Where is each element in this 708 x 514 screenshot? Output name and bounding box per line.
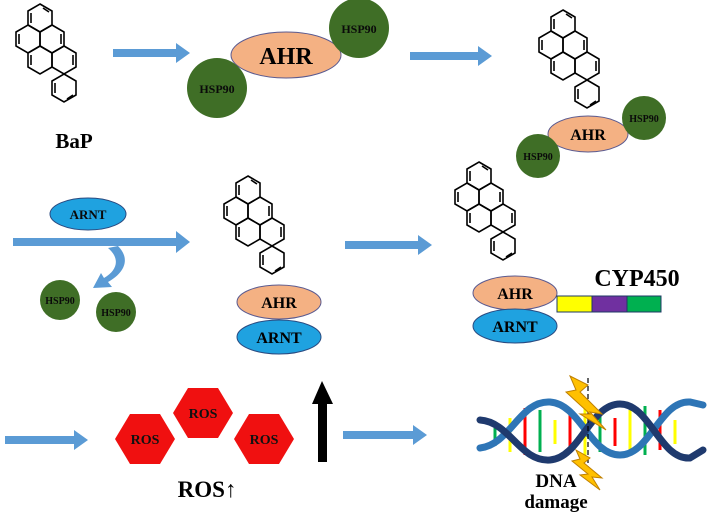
arnt-protein [236, 319, 322, 355]
bap-ahr-hsp90-complex: AHR HSP90 HSP90 [516, 9, 666, 178]
cyp450-gene-bar [556, 295, 662, 313]
ros-label: ROS [189, 407, 218, 422]
bap-label: BaP [55, 129, 93, 153]
flow-arrow [345, 235, 432, 255]
ros-label: ROS [131, 433, 160, 448]
flow-arrow [410, 46, 492, 66]
hsp90-protein [516, 134, 560, 178]
hsp90-label: HSP90 [341, 22, 376, 36]
ros-cluster: ROS ROS ROS [115, 388, 294, 464]
flow-arrow [343, 425, 427, 445]
arnt-protein [472, 308, 558, 344]
release-curved-arrow [93, 246, 125, 288]
ros-increase-label: ROS↑ [178, 477, 237, 502]
bap-molecule [15, 3, 77, 103]
hsp90-protein [96, 292, 136, 332]
hsp90-protein [40, 280, 80, 320]
cyp450-induction-complex: AHR ARNT CYP450 [454, 161, 680, 344]
flow-arrow [5, 430, 88, 450]
bap-ahr-arnt-complex: AHR ARNT [223, 175, 322, 355]
ahr-protein [230, 31, 342, 79]
ahr-label: AHR [497, 286, 533, 303]
ahr-protein [236, 284, 322, 320]
ahr-label: AHR [570, 127, 606, 144]
hsp90-label: HSP90 [629, 114, 658, 125]
ahr-protein [547, 115, 629, 153]
ros-hexagon [115, 414, 175, 464]
hsp90-label: HSP90 [523, 152, 552, 163]
arnt-protein [49, 197, 127, 231]
ahr-label: AHR [261, 295, 297, 312]
arnt-label: ARNT [70, 207, 107, 222]
ahr-hsp90-complex: AHR HSP90 HSP90 [187, 0, 389, 118]
ahr-label: AHR [259, 44, 313, 70]
hsp90-label: HSP90 [199, 82, 234, 96]
ros-label: ROS [250, 433, 279, 448]
flow-arrow [113, 43, 190, 63]
ros-hexagon [234, 414, 294, 464]
hsp90-label: HSP90 [101, 308, 130, 319]
cyp450-label: CYP450 [594, 266, 679, 292]
arnt-label: ARNT [256, 330, 302, 347]
lightning-icon [564, 374, 607, 431]
arnt-label: ARNT [492, 319, 538, 336]
hsp90-label: HSP90 [45, 296, 74, 307]
dna-damage-label-line2: damage [524, 492, 587, 513]
ros-hexagon [173, 388, 233, 438]
increase-up-arrow [312, 381, 333, 462]
hsp90-protein [187, 58, 247, 118]
hsp90-protein [329, 0, 389, 58]
dna-damage-label-line1: DNA [535, 471, 576, 492]
dna-helix [476, 374, 707, 491]
arnt-exchange: ARNT HSP90 HSP90 [13, 197, 190, 332]
lightning-icon [570, 448, 604, 491]
hsp90-protein [622, 96, 666, 140]
